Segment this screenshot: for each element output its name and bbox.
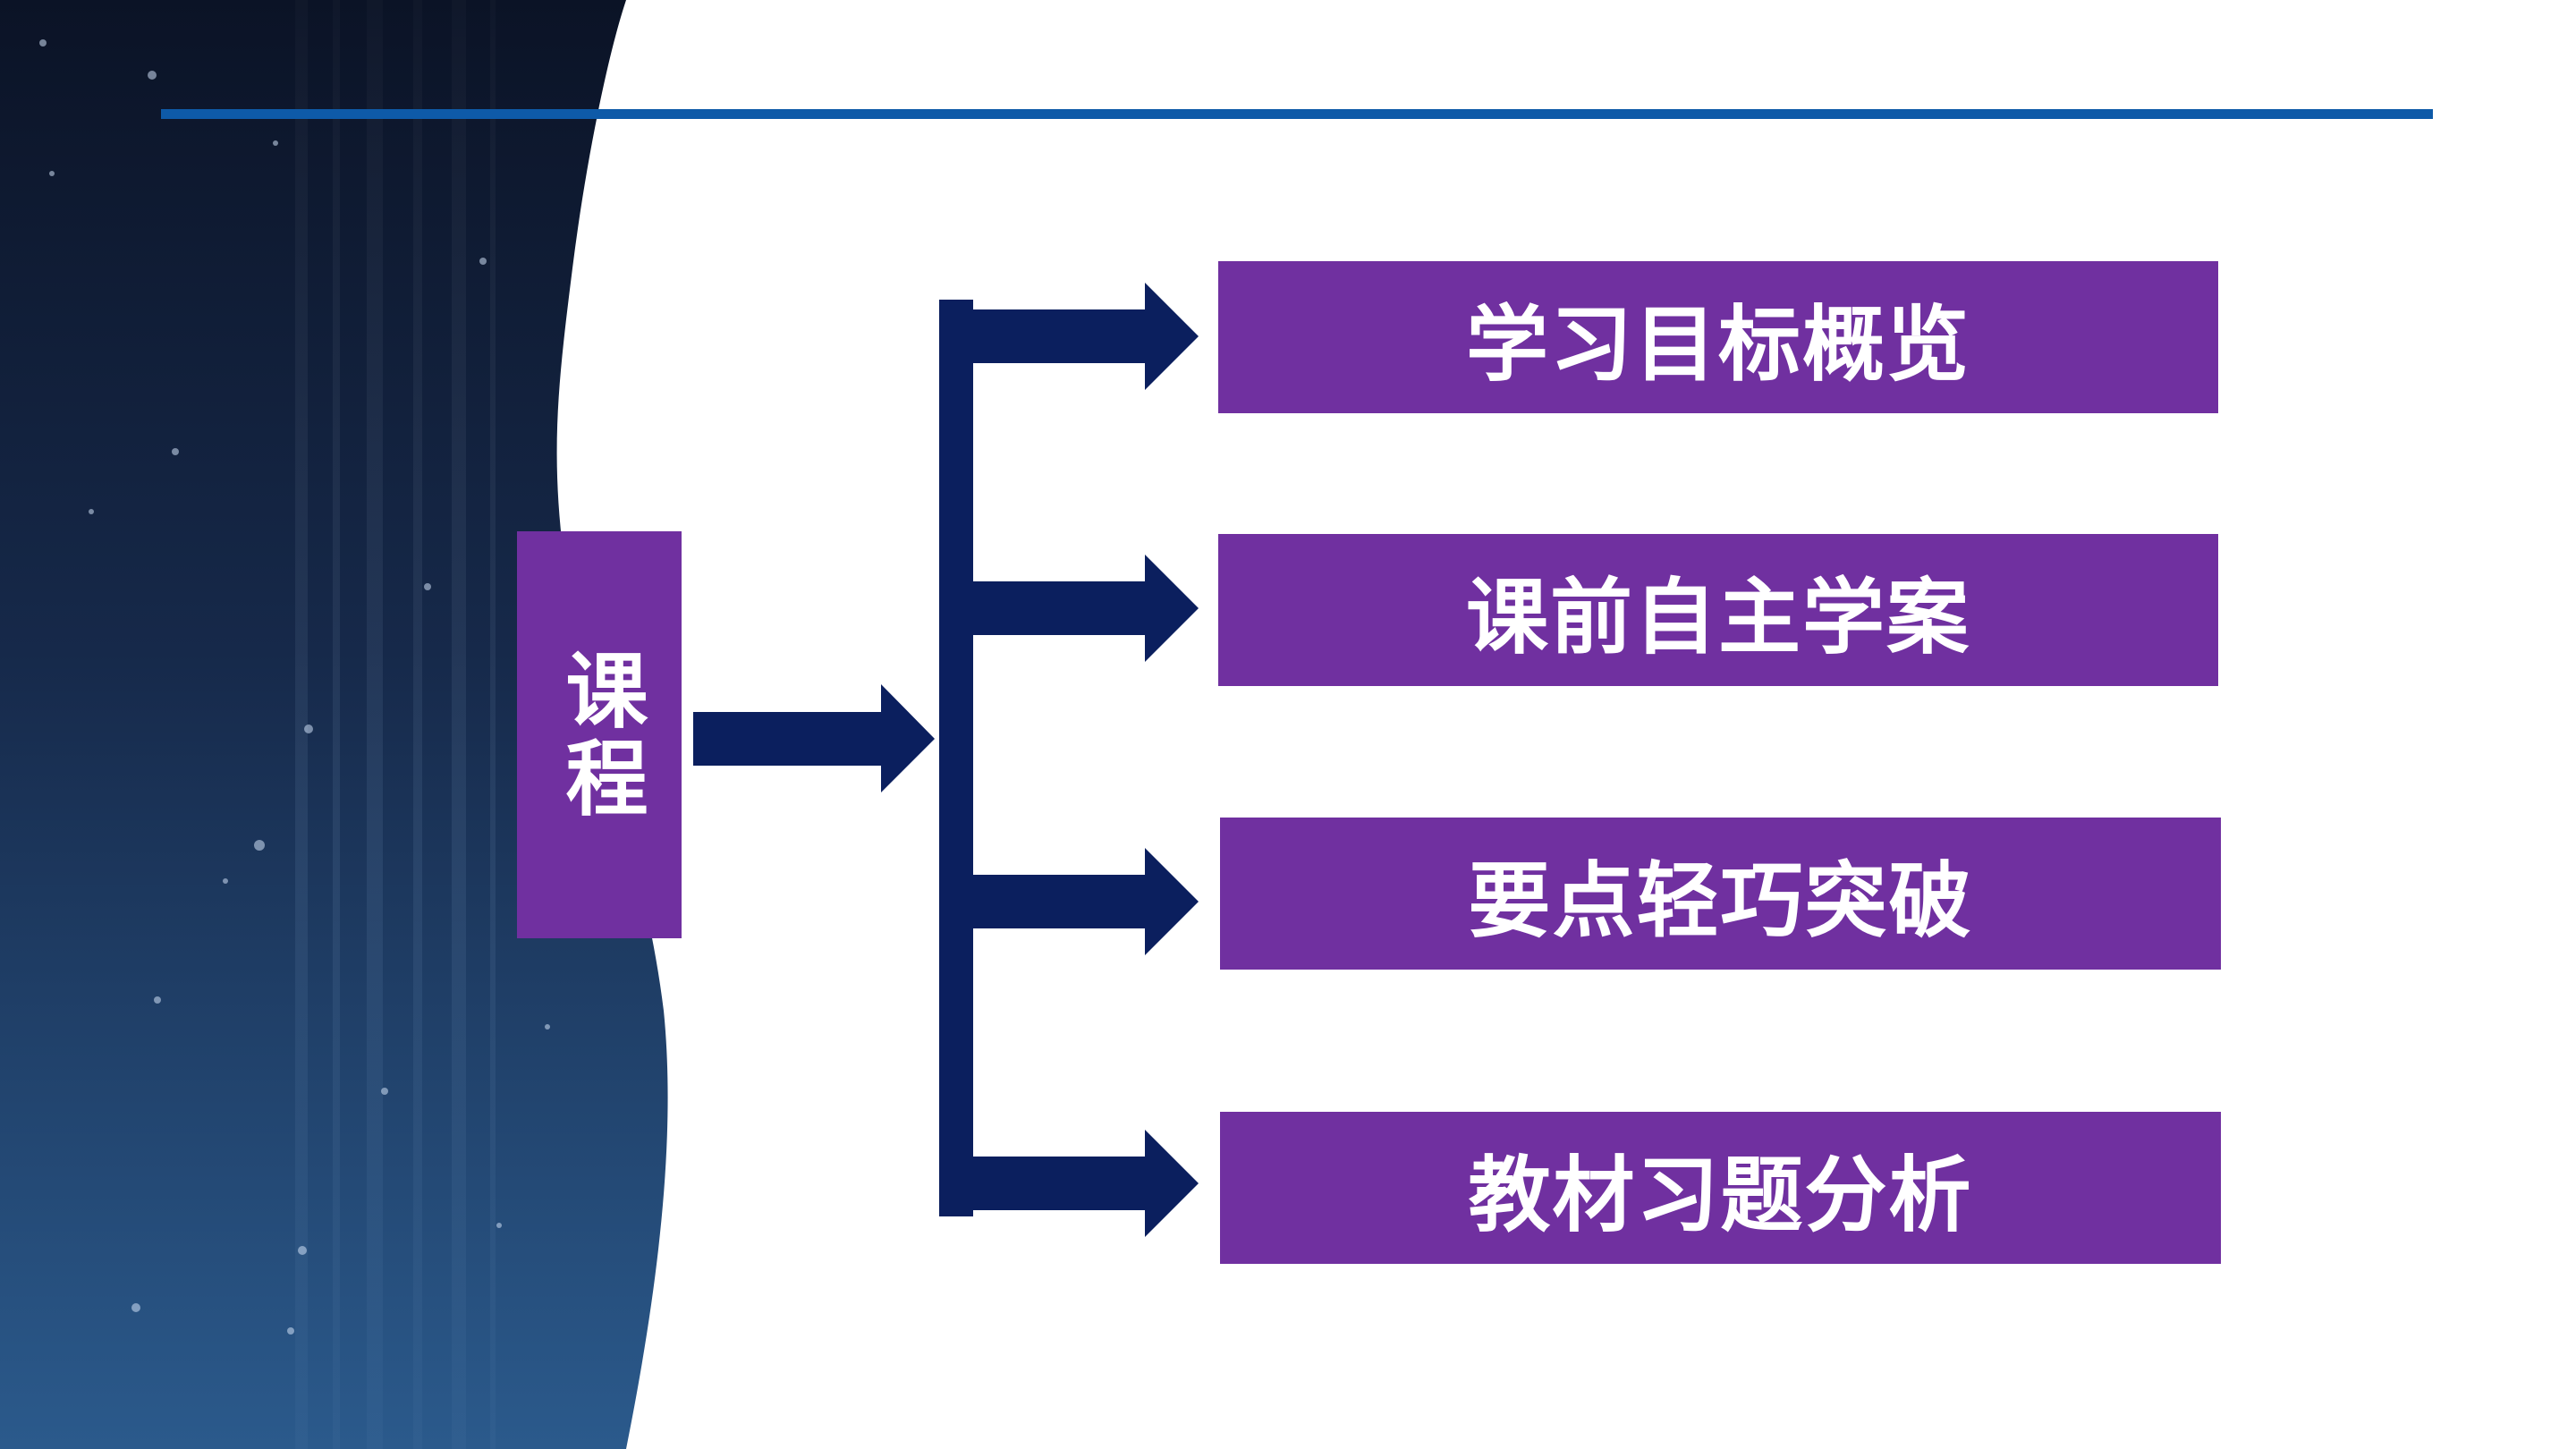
root-node-box: 课程: [517, 531, 682, 938]
branch-arrow-3: [973, 848, 1199, 955]
course-item-label: 学习目标概览: [1465, 296, 1970, 393]
course-item-box-3[interactable]: 要点轻巧突破: [1220, 818, 2221, 970]
trunk-vertical-bar: [939, 300, 973, 1216]
header-rule: [161, 109, 2433, 119]
root-node-label: 课程: [552, 647, 648, 823]
course-item-box-1[interactable]: 学习目标概览: [1218, 261, 2218, 413]
course-item-box-4[interactable]: 教材习题分析: [1220, 1112, 2221, 1264]
course-item-label: 要点轻巧突破: [1468, 852, 1973, 949]
branch-arrow-1: [973, 283, 1199, 390]
course-item-label: 教材习题分析: [1468, 1147, 1973, 1243]
root-to-trunk-arrow: [693, 684, 935, 792]
branch-arrow-4: [973, 1130, 1199, 1237]
course-item-box-2[interactable]: 课前自主学案: [1218, 534, 2218, 686]
branch-arrow-2: [973, 555, 1199, 662]
course-item-label: 课前自主学案: [1465, 569, 1970, 665]
starry-background-panel: [0, 0, 668, 1449]
